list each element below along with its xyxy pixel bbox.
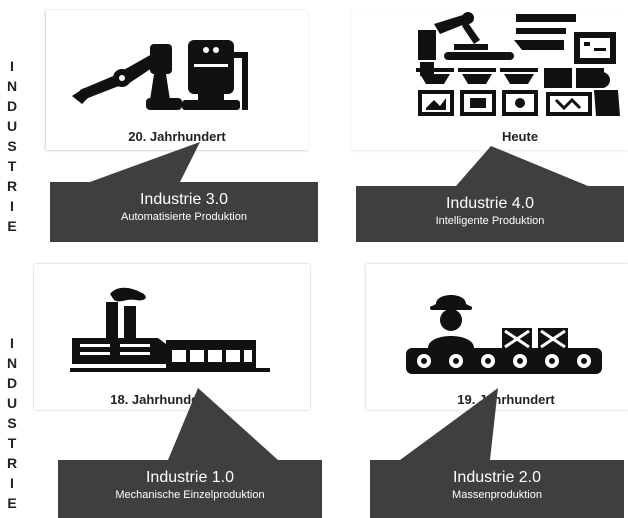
callout-title: Industrie 4.0 [445,195,535,212]
card-18th-century: 18. Jahrhundert [34,264,310,410]
side-letter: N [6,355,18,371]
side-letter: R [6,455,18,471]
side-letter: R [6,178,18,194]
era-label: 20. Jahrhundert [128,129,226,144]
callout-subtitle: Massenproduktion [452,489,542,501]
factory-icon [70,287,270,372]
smart-factory-icon [416,12,620,116]
callout-industrie-3: Industrie 3.0 Automatisierte Produktion [50,142,318,242]
side-letter: E [7,495,17,511]
side-letter: I [10,58,14,74]
side-letter: S [7,138,17,154]
callout-title: Industrie 2.0 [452,469,542,486]
card-today: Heute [352,10,628,150]
callout-industrie-2: Industrie 2.0 Massenproduktion [370,388,624,518]
side-letter: I [10,335,14,351]
side-letter: T [7,435,17,451]
callout-subtitle: Intelligente Produktion [435,215,545,227]
callout-subtitle: Mechanische Einzelproduktion [115,489,265,501]
era-label: 19. Jahrhundert [457,392,555,407]
side-letter: S [7,415,17,431]
side-letter: N [6,78,18,94]
callout-industrie-4: Industrie 4.0 Intelligente Produktion [356,146,624,242]
side-letter: U [6,395,18,411]
robot-arm-icon [72,40,248,110]
callout-title: Industrie 1.0 [145,469,235,486]
side-letter: D [6,375,18,391]
assembly-line-worker-icon [406,295,602,374]
callout-pointer [90,142,200,182]
card-20th-century: 20. Jahrhundert [46,10,308,150]
callout-pointer [400,388,498,460]
side-letter: I [10,475,14,491]
side-letter: I [10,198,14,214]
side-letter: T [7,158,17,174]
era-label: Heute [501,129,539,144]
era-label: 18. Jahrhundert [110,392,208,407]
callout-pointer [168,388,278,460]
side-letter: D [6,98,18,114]
callout-subtitle: Automatisierte Produktion [121,211,247,223]
callout-title: Industrie 3.0 [139,191,229,208]
card-19th-century: 19. Jahrhundert [366,264,628,410]
callout-pointer [456,146,588,186]
side-letter: E [7,218,17,234]
callout-industrie-1: Industrie 1.0 Mechanische Einzelprodukti… [58,388,322,518]
side-letter: U [6,118,18,134]
